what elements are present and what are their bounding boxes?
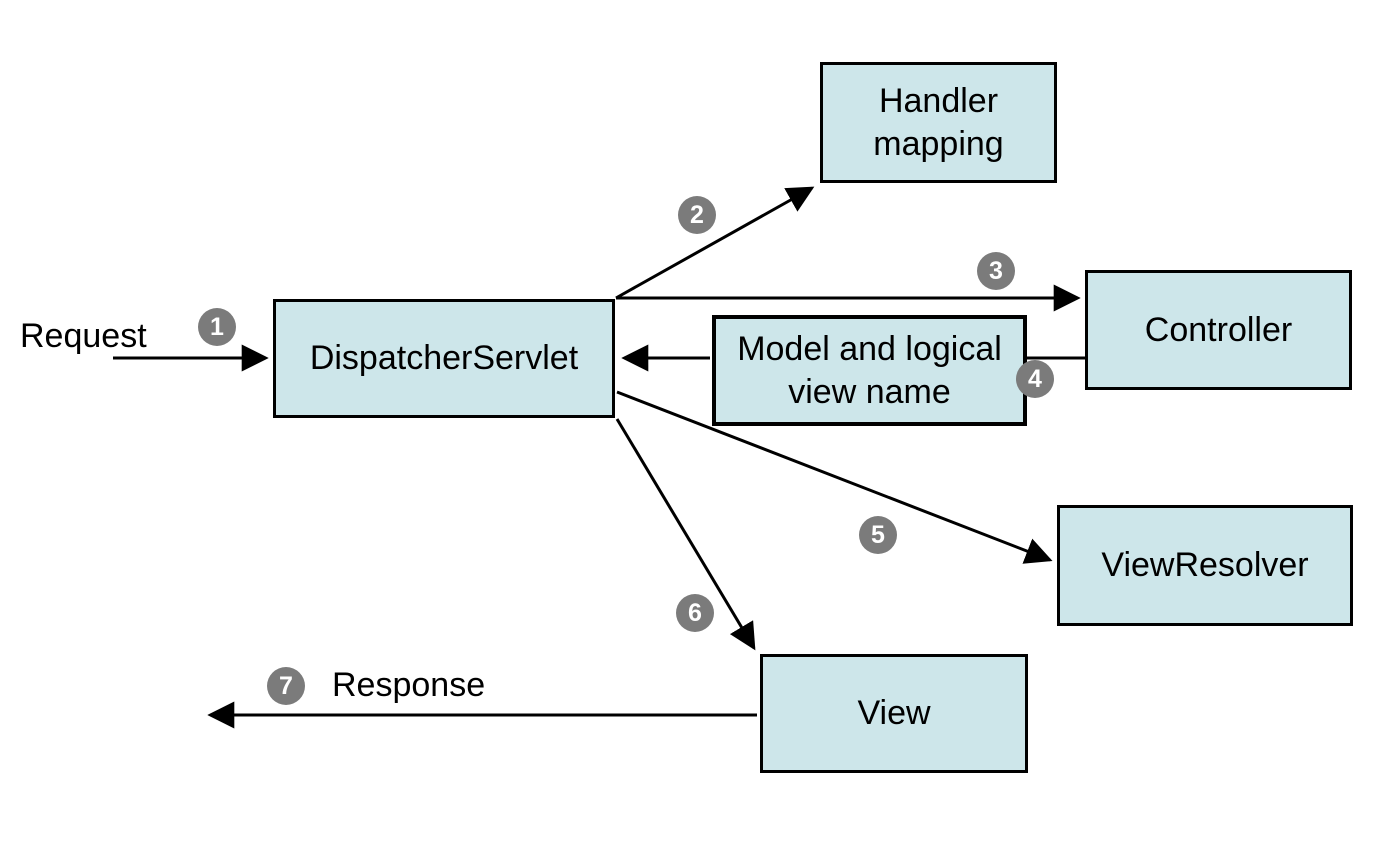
edge-6-dispatcher-to-view xyxy=(615,418,756,651)
step-badge-5: 5 xyxy=(859,516,897,554)
node-dispatcher-servlet: DispatcherServlet xyxy=(273,299,615,418)
node-view: View xyxy=(760,654,1028,773)
edge-5-dispatcher-to-viewresolver xyxy=(616,390,1053,564)
node-handler-mapping-label: Handler mapping xyxy=(873,82,1004,163)
node-dispatcher-servlet-label: DispatcherServlet xyxy=(309,339,579,378)
step-badge-4: 4 xyxy=(1016,360,1054,398)
edge-2-dispatcher-to-handler-mapping xyxy=(615,186,815,300)
node-handler-mapping: Handler mapping xyxy=(820,62,1057,183)
node-controller: Controller xyxy=(1085,270,1352,390)
step-badge-3: 3 xyxy=(977,252,1015,290)
node-view-resolver-label: ViewResolver xyxy=(1101,546,1309,585)
step-badge-6: 6 xyxy=(676,594,714,632)
node-model-and-logical-view-name: Model and logical view name xyxy=(712,315,1027,426)
node-view-label: View xyxy=(857,694,931,733)
response-label: Response xyxy=(332,666,486,704)
request-label: Request xyxy=(20,317,147,355)
step-badge-2: 2 xyxy=(678,196,716,234)
node-view-resolver: ViewResolver xyxy=(1057,505,1353,626)
node-model-and-logical-view-name-label: Model and logical view name xyxy=(737,330,1002,411)
step-badge-7: 7 xyxy=(267,667,305,705)
node-controller-label: Controller xyxy=(1144,310,1293,349)
step-badge-1: 1 xyxy=(198,308,236,346)
